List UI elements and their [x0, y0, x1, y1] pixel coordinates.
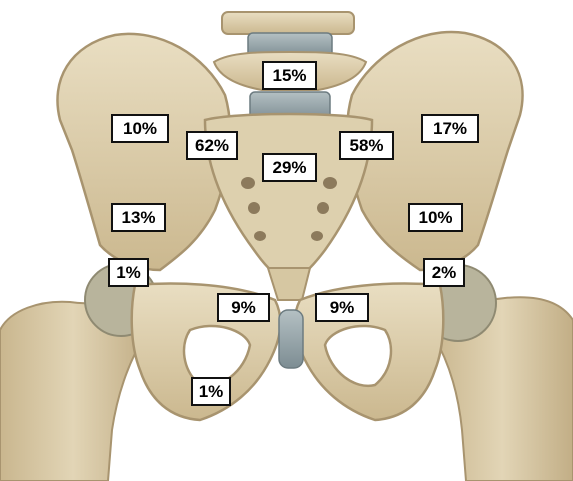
sacral-foramen [248, 202, 260, 214]
l5-vertebra-percentage-label: 15% [262, 61, 317, 90]
right-acetabulum-percentage-label: 2% [423, 258, 465, 287]
left-lower-ilium-percentage-label: 13% [111, 203, 166, 232]
pubic-symphysis [279, 310, 303, 368]
sacrum-percentage-label: 29% [262, 153, 317, 182]
left-pubic-ramus-percentage-label: 9% [217, 293, 270, 322]
right-iliac-wing-percentage-label: 17% [421, 114, 479, 143]
right-lower-ilium-percentage-label: 10% [408, 203, 463, 232]
sacral-foramen [323, 177, 337, 189]
left-sacroiliac-percentage-label: 62% [186, 131, 238, 160]
sacral-foramen [241, 177, 255, 189]
right-pubic-ramus-percentage-label: 9% [315, 293, 369, 322]
coccyx [268, 268, 310, 300]
left-ischium-percentage-label: 1% [191, 377, 231, 406]
sacral-foramen [254, 231, 266, 241]
upper-vertebra [222, 12, 354, 34]
sacral-foramen [311, 231, 323, 241]
right-sacroiliac-percentage-label: 58% [339, 131, 394, 160]
sacral-foramen [317, 202, 329, 214]
left-acetabulum-percentage-label: 1% [108, 258, 149, 287]
left-iliac-wing-percentage-label: 10% [111, 114, 169, 143]
